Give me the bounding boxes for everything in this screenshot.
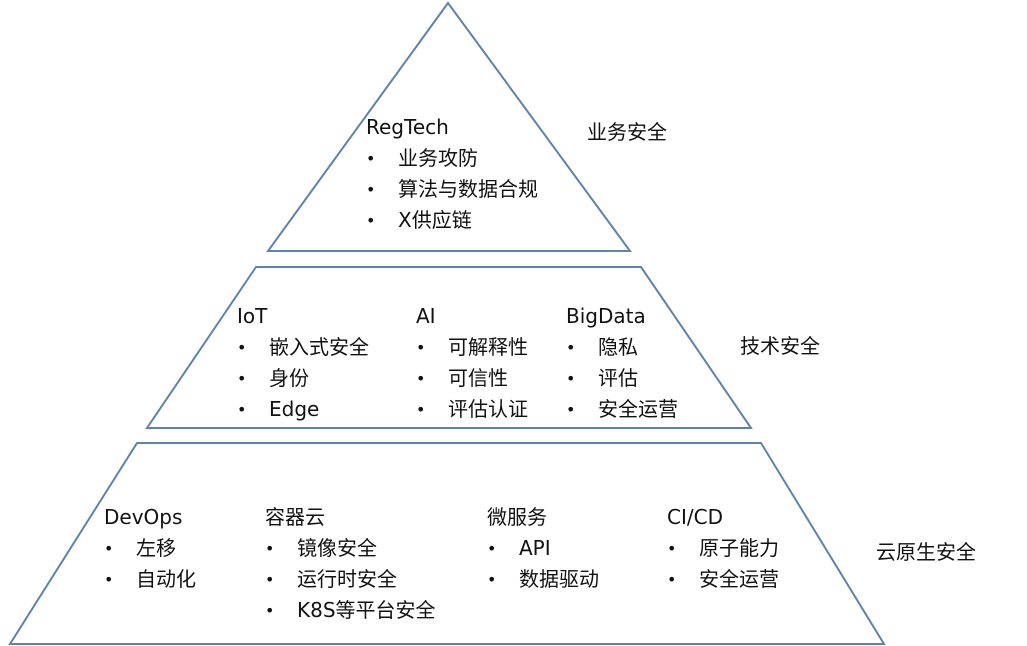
tier-label-tech: 技术安全 — [740, 334, 820, 358]
list-item: 自动化 — [104, 564, 196, 595]
group-container-cloud: 容器云 镜像安全 运行时安全 K8S等平台安全 — [265, 502, 436, 626]
list-item: Edge — [237, 394, 369, 425]
list-item: 隐私 — [566, 332, 678, 363]
tier-label-cloud: 云原生安全 — [876, 540, 976, 564]
group-microservices: 微服务 API 数据驱动 — [487, 502, 599, 595]
list-item: 可信性 — [416, 363, 528, 394]
group-title: AI — [416, 304, 436, 328]
list-item: 嵌入式安全 — [237, 332, 369, 363]
group-title: 容器云 — [265, 505, 325, 529]
list-item: 算法与数据合规 — [366, 174, 538, 205]
list-item: 原子能力 — [667, 533, 779, 564]
group-bigdata: BigData 隐私 评估 安全运营 — [566, 301, 678, 425]
group-title: 微服务 — [487, 505, 547, 529]
group-title: BigData — [566, 304, 646, 328]
list-item: K8S等平台安全 — [265, 595, 436, 626]
list-item: 评估 — [566, 363, 678, 394]
group-ai: AI 可解释性 可信性 评估认证 — [416, 301, 528, 425]
list-item: 身份 — [237, 363, 369, 394]
list-item: 评估认证 — [416, 394, 528, 425]
list-item: 数据驱动 — [487, 564, 599, 595]
group-iot: IoT 嵌入式安全 身份 Edge — [237, 301, 369, 425]
group-title: IoT — [237, 304, 268, 328]
list-item: X供应链 — [366, 205, 538, 236]
group-title: DevOps — [104, 505, 183, 529]
list-item: 镜像安全 — [265, 533, 436, 564]
list-item: 可解释性 — [416, 332, 528, 363]
group-title: CI/CD — [667, 505, 723, 529]
tier-tech-shape — [145, 266, 753, 429]
tier-cloud-shape — [8, 442, 886, 645]
group-devops: DevOps 左移 自动化 — [104, 502, 196, 595]
list-item: 业务攻防 — [366, 143, 538, 174]
tier-business-shape — [266, 1, 632, 252]
list-item: 左移 — [104, 533, 196, 564]
group-title: RegTech — [366, 115, 449, 139]
list-item: API — [487, 533, 599, 564]
list-item: 安全运营 — [667, 564, 779, 595]
group-regtech: RegTech 业务攻防 算法与数据合规 X供应链 — [366, 112, 538, 236]
list-item: 运行时安全 — [265, 564, 436, 595]
tier-label-business: 业务安全 — [587, 120, 667, 144]
list-item: 安全运营 — [566, 394, 678, 425]
group-cicd: CI/CD 原子能力 安全运营 — [667, 502, 779, 595]
